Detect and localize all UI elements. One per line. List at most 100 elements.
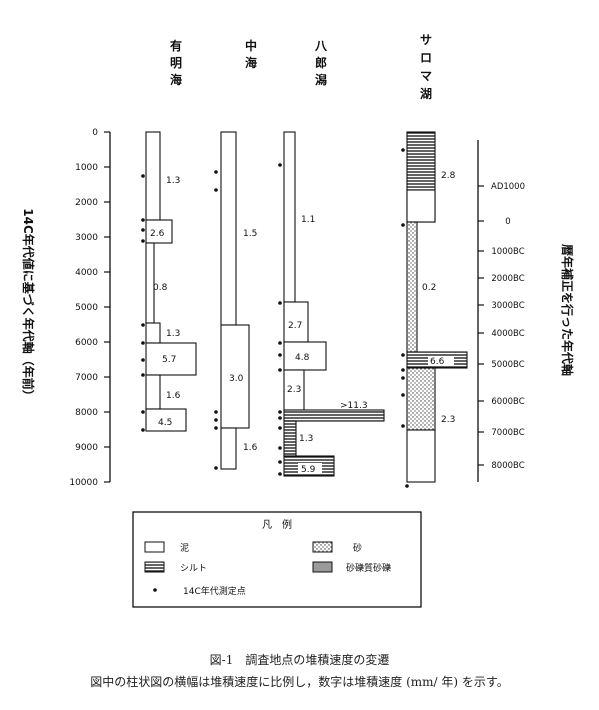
lake-header-saroma-ch4: 湖	[420, 86, 432, 101]
hachirogata-c14-point	[278, 460, 282, 464]
saroma-c14-point	[401, 223, 405, 227]
ariake-c14-point	[141, 228, 145, 232]
ariake-rate-4: 1.3	[166, 329, 180, 339]
ariake-rate-6: 1.6	[166, 391, 181, 401]
saroma-c14-point	[401, 368, 405, 372]
lake-header-hachirogata: 八 郎 潟	[314, 39, 328, 87]
ariake-rate-3: 0.8	[153, 283, 168, 293]
hachirogata-rate-5: >11.3	[340, 401, 368, 411]
hachirogata-c14-point	[278, 446, 282, 450]
right-axis-tick-label: 0	[505, 217, 510, 227]
ariake-rate-2: 2.6	[150, 229, 165, 239]
right-axis-tick-label: 7000BC	[491, 428, 524, 438]
hachirogata-rate-1: 1.1	[301, 215, 315, 225]
nakaumi-rate-1: 1.5	[243, 229, 257, 239]
lake-header-saroma-ch2: ロ	[420, 51, 432, 65]
lake-header-hachirogata-ch2: 郎	[315, 55, 327, 70]
hachirogata-rate-2: 2.7	[288, 321, 302, 331]
saroma-c14-point	[401, 148, 405, 152]
nakaumi-c14-point	[214, 188, 218, 192]
hachirogata-c14-point	[278, 301, 282, 305]
ariake-layer-mud-5	[145, 342, 197, 376]
ariake-c14-point	[141, 323, 145, 327]
saroma-c14-point	[401, 353, 405, 357]
hachirogata-c14-point	[278, 368, 282, 372]
nakaumi-layer-mud-1	[220, 131, 237, 326]
right-axis-label: 暦年補正を行った年代軸	[560, 244, 575, 376]
figure-caption-title: 図-1 調査地点の堆積速度の変遷	[209, 653, 390, 667]
left-axis-tick-label: 1000	[75, 163, 98, 173]
lake-header-hachirogata-ch1: 八	[314, 39, 328, 53]
saroma-rate-3-bg	[428, 356, 454, 366]
saroma-rate-4: 2.3	[441, 415, 455, 425]
lake-header-ariake-ch2: 明	[170, 56, 182, 70]
right-calendar-axis: AD100001000BC2000BC3000BC4000BC5000BC600…	[477, 140, 575, 482]
hachirogata-rate-4: 2.3	[287, 385, 301, 395]
nakaumi-rate-2: 3.0	[229, 374, 244, 384]
ariake-layer-mud-2	[145, 219, 173, 244]
saroma-layer-mud-1	[406, 189, 436, 223]
nakaumi-c14-point	[214, 410, 218, 414]
hachirogata-c14-point	[278, 341, 282, 345]
lake-header-ariake: 有 明 海	[170, 38, 182, 87]
nakaumi-layer-mud-3	[220, 427, 237, 470]
column-saroma: 2.8 0.2 6.6 2.3	[401, 131, 468, 488]
saroma-rate-1: 2.8	[441, 171, 456, 181]
nakaumi-c14-point	[214, 418, 218, 422]
saroma-layer-mud-2	[406, 429, 436, 483]
right-axis-tick-label: 1000BC	[491, 247, 524, 257]
left-axis-tick-label: 0	[92, 128, 98, 138]
ariake-c14-point	[141, 218, 145, 222]
ariake-layer-mud-1	[145, 131, 161, 221]
left-axis-tick-label: 10000	[69, 478, 98, 488]
legend-silt-swatch	[144, 561, 165, 573]
hachirogata-rate-6: 1.3	[299, 434, 313, 444]
legend: 凡 例 泥 シルト 14C年代測定点 砂 砂礫質砂礫	[132, 511, 422, 608]
ariake-c14-point	[141, 358, 145, 362]
ariake-c14-point	[141, 174, 145, 178]
lake-header-nakaumi: 中 海	[245, 38, 257, 70]
saroma-layer-sand-1	[406, 221, 418, 353]
hachirogata-c14-point	[278, 472, 282, 476]
left-axis-label: 14C年代値に基づく年代軸（年前）	[21, 208, 36, 402]
saroma-rate-3: 6.6	[430, 357, 445, 367]
nakaumi-c14-point	[214, 426, 218, 430]
saroma-c14-point	[405, 484, 409, 488]
legend-c14-marker	[153, 588, 157, 592]
left-axis-tick-label: 5000	[75, 303, 98, 313]
legend-c14-label: 14C年代測定点	[183, 585, 246, 597]
hachirogata-c14-point	[278, 163, 282, 167]
ariake-layer-mud-4	[145, 322, 161, 344]
right-axis-tick-label: AD1000	[491, 182, 525, 192]
ariake-c14-point	[141, 410, 145, 414]
saroma-c14-point	[401, 424, 405, 428]
ariake-rate-1: 1.3	[166, 176, 180, 186]
lake-header-saroma-ch1: サ	[420, 33, 432, 47]
lake-header-ariake-ch3: 海	[170, 72, 182, 87]
right-axis-tick-label: 3000BC	[491, 301, 524, 311]
left-axis-tick-label: 6000	[75, 338, 98, 348]
ariake-c14-point	[141, 341, 145, 345]
legend-mud-label: 泥	[180, 543, 189, 554]
hachirogata-layer-mud-2	[283, 301, 309, 343]
hachirogata-c14-point	[278, 410, 282, 414]
lake-header-saroma-ch3: マ	[420, 69, 432, 83]
saroma-layer-sand-2	[406, 367, 436, 431]
left-axis-tick-label: 7000	[75, 373, 98, 383]
ariake-c14-point	[141, 239, 145, 243]
lake-header-hachirogata-ch3: 潟	[315, 72, 327, 87]
legend-silt-label: シルト	[180, 564, 207, 574]
hachirogata-c14-point	[278, 426, 282, 430]
hachirogata-c14-point	[278, 353, 282, 357]
hachirogata-rate-6-bg	[298, 463, 322, 474]
left-axis-tick-label: 8000	[75, 408, 98, 418]
hachirogata-layer-silt-2	[283, 420, 297, 457]
ariake-layer-mud-7	[145, 408, 187, 432]
figure-caption-note: 図中の柱状図の横幅は堆積速度に比例し，数字は堆積速度 (mm/ 年) を示す。	[90, 675, 509, 689]
sedimentation-rate-figure: 有 明 海 中 海 八 郎 潟 サ ロ マ 湖 0100020003000400…	[21, 33, 575, 608]
right-axis-tick-label: 4000BC	[491, 329, 524, 339]
column-hachirogata: 1.1 2.7 4.8 2.3 >11.3 1.3 5.9	[278, 131, 385, 477]
legend-mud-swatch	[144, 541, 165, 553]
column-nakaumi: 1.5 3.0 1.6	[214, 131, 258, 470]
nakaumi-rate-3: 1.6	[243, 443, 258, 453]
